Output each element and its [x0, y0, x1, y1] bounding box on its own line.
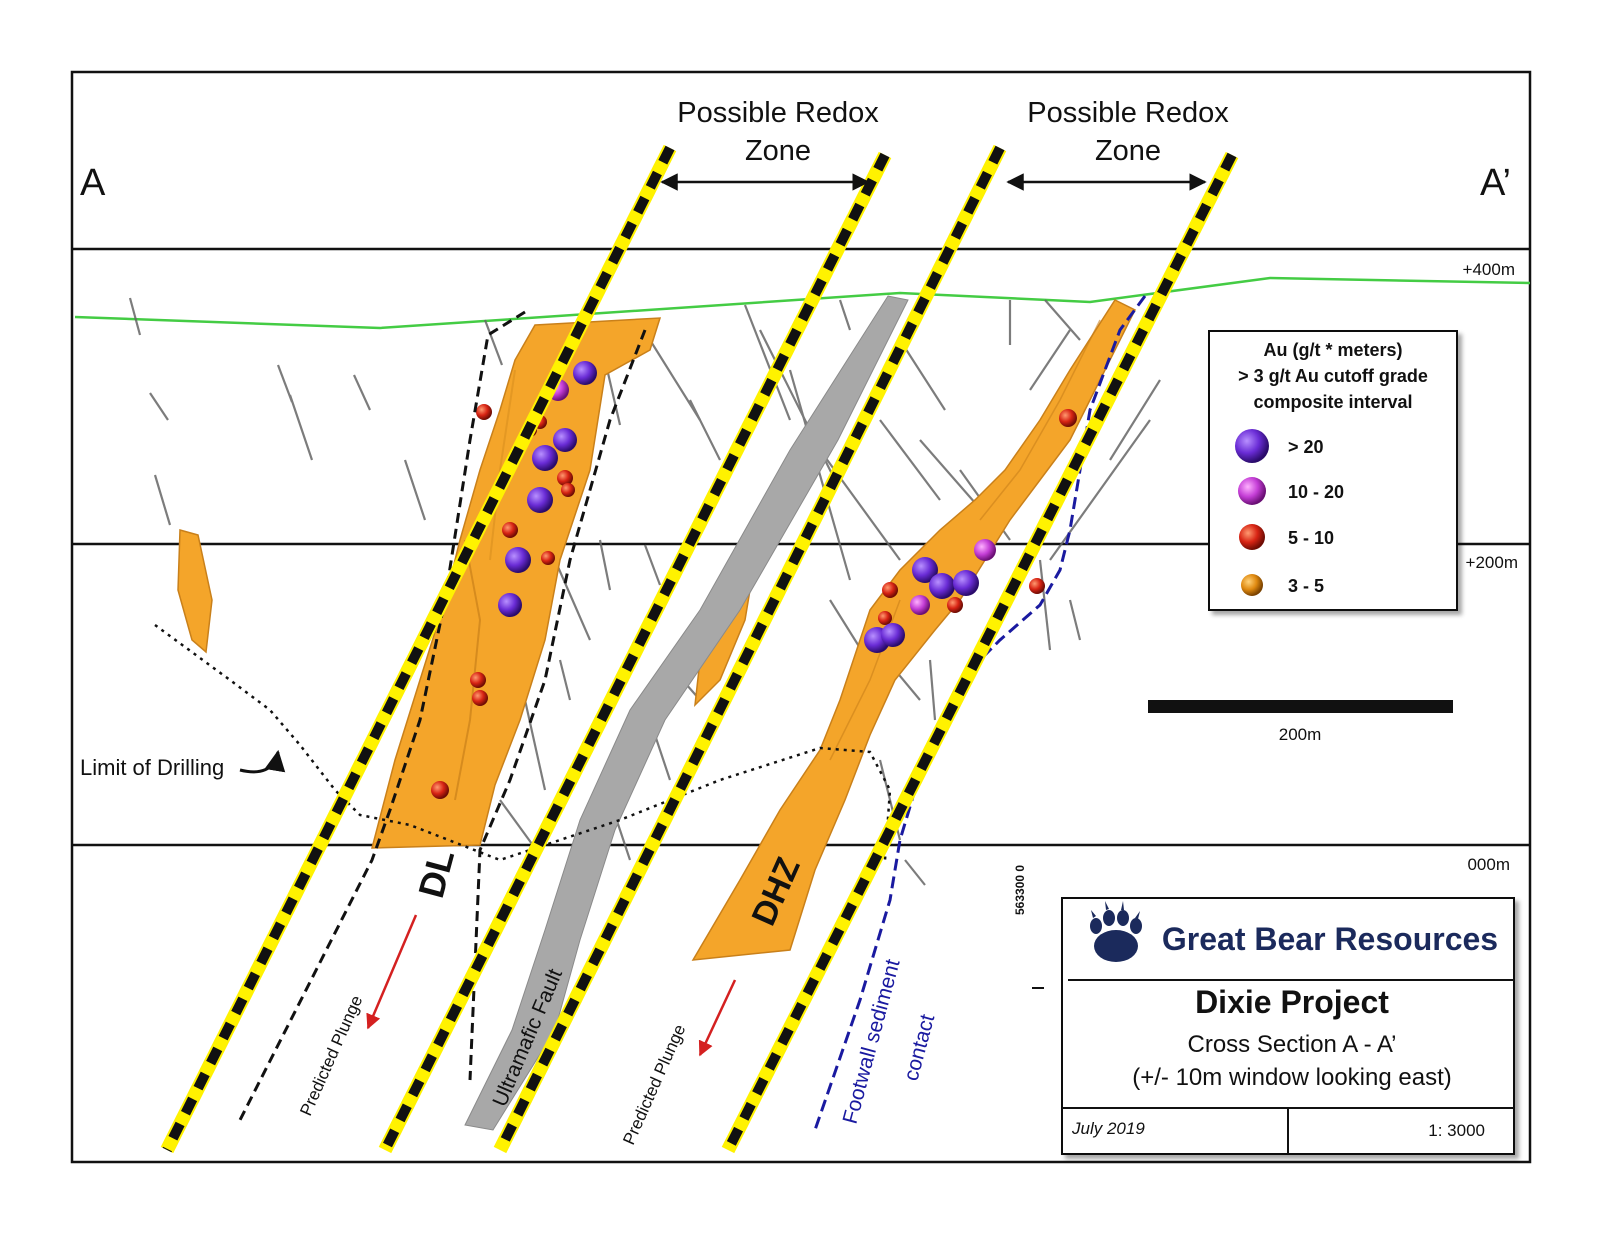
redox-zone-2-line1: Possible Redox — [1027, 97, 1229, 129]
legend-title-line3: composite interval — [1253, 392, 1412, 412]
west-ore-lens — [177, 529, 213, 654]
footwall-label-line2: contact — [900, 1012, 940, 1084]
footwall-contact-line — [813, 295, 1147, 1131]
section-window: (+/- 10m window looking east) — [1132, 1064, 1451, 1091]
section-start-label: A — [80, 162, 106, 204]
legend-swatch-10-20 — [1238, 477, 1266, 505]
redox-zone-1-line1: Possible Redox — [677, 97, 879, 129]
project-name: Dixie Project — [1195, 984, 1389, 1020]
legend-label-5-10: 5 - 10 — [1288, 528, 1334, 548]
redox-zone-2-line2: Zone — [1095, 135, 1161, 167]
dl-predicted-plunge-label: Predicted Plunge — [296, 993, 366, 1119]
limit-of-drilling-label: Limit of Drilling — [80, 755, 224, 780]
dl-dashed-outline — [238, 310, 647, 1121]
dl-orebody — [371, 317, 662, 849]
dl-label: DL — [410, 845, 462, 902]
legend-swatch-gt20 — [1235, 429, 1269, 463]
title-block: Great Bear Resources Dixie Project Cross… — [1061, 897, 1515, 1155]
dhz-plunge-arrow — [698, 979, 737, 1057]
redox-zone-2-header: Possible Redox Zone — [1006, 97, 1229, 191]
limit-of-drilling-line — [154, 623, 892, 862]
map-scale: 1: 3000 — [1428, 1121, 1485, 1140]
redox-zone-1-line2: Zone — [745, 135, 811, 167]
elevation-label-middle: +200m — [1466, 553, 1518, 572]
redox-zone-boundaries — [160, 144, 1239, 1154]
dhz-predicted-plunge-label: Predicted Plunge — [619, 1022, 689, 1148]
limit-of-drilling-arrow — [239, 749, 286, 774]
bear-paw-logo — [1090, 901, 1142, 962]
legend-swatch-5-10 — [1239, 524, 1265, 550]
dl-plunge-arrow — [366, 914, 418, 1030]
legend-label-10-20: 10 - 20 — [1288, 482, 1344, 502]
section-subtitle: Cross Section A - A’ — [1188, 1031, 1397, 1058]
legend-label-3-5: 3 - 5 — [1288, 576, 1324, 596]
topography-line — [74, 276, 1531, 330]
legend-title-line1: Au (g/t * meters) — [1263, 340, 1402, 360]
easting-label: 563300 0 — [1013, 865, 1027, 915]
legend-swatch-3-5 — [1241, 574, 1263, 596]
scale-bar-label: 200m — [1279, 725, 1322, 744]
footwall-label-line1: Footwall sediment — [839, 957, 905, 1127]
scale-bar — [1148, 700, 1453, 713]
section-end-label: A’ — [1480, 162, 1511, 204]
legend: Au (g/t * meters) > 3 g/t Au cutoff grad… — [1208, 330, 1458, 611]
elevation-label-bottom: 000m — [1467, 855, 1510, 874]
legend-title-line2: > 3 g/t Au cutoff grade — [1238, 366, 1428, 386]
map-frame — [70, 70, 1532, 1164]
elevation-label-top: +400m — [1463, 260, 1515, 279]
legend-label-gt20: > 20 — [1288, 437, 1324, 457]
map-date: July 2019 — [1071, 1119, 1145, 1138]
company-name: Great Bear Resources — [1162, 921, 1498, 957]
ultramafic-fault — [464, 295, 909, 1131]
redox-zone-1-header: Possible Redox Zone — [660, 97, 879, 191]
